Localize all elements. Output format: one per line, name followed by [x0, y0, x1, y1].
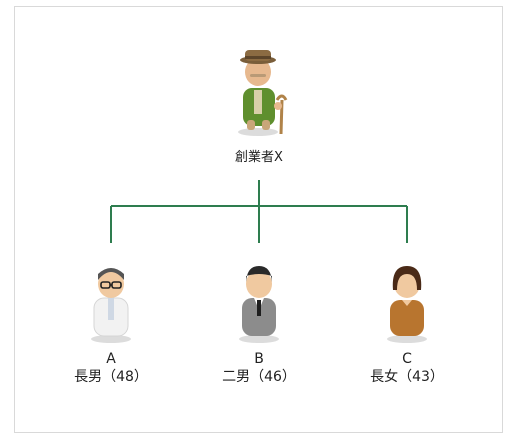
- child-b-relation: 二男（46）: [222, 369, 296, 385]
- founder-label: 創業者X: [235, 150, 283, 165]
- child-c-relation: 長女（43）: [370, 369, 444, 385]
- man-with-glasses-white-coat-icon: [91, 268, 131, 343]
- child-a-letter: A: [106, 351, 116, 367]
- child-c-letter: C: [402, 351, 412, 367]
- child-b-letter: B: [254, 351, 264, 367]
- man-in-gray-suit-icon: [239, 266, 279, 343]
- elderly-man-with-cane-icon: [238, 50, 288, 136]
- child-a-relation: 長男（48）: [74, 369, 148, 385]
- woman-in-brown-dress-icon: [387, 266, 427, 343]
